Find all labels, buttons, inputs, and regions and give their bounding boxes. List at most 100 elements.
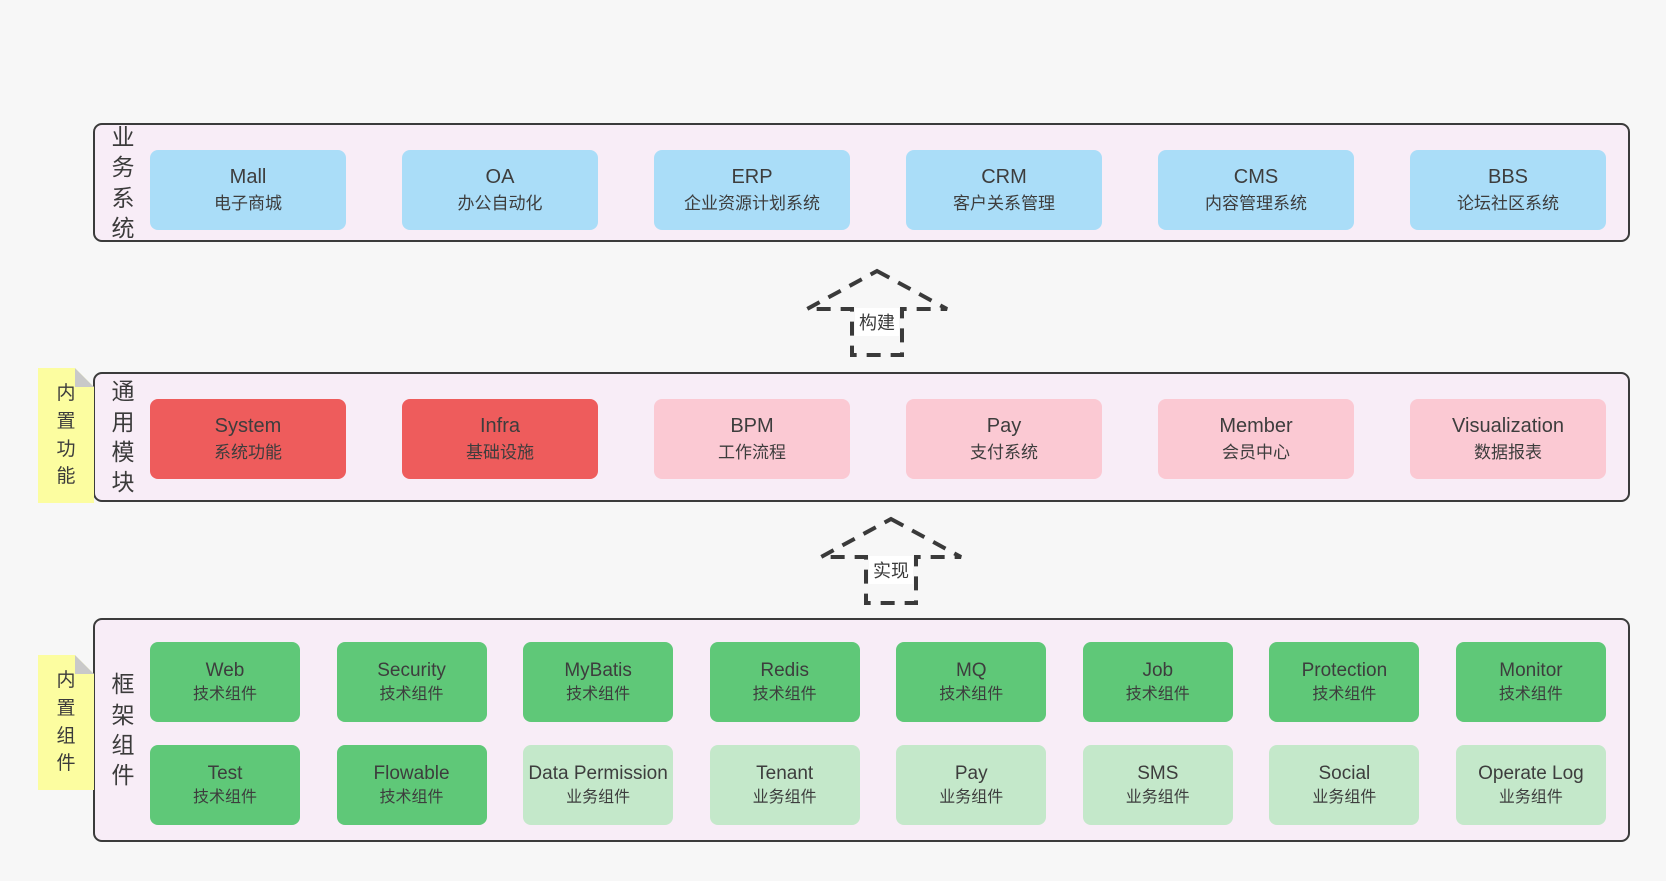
box-protection: Protection 技术组件 — [1269, 642, 1420, 722]
box-infra: Infra 基础设施 — [402, 399, 598, 479]
box-title: Visualization — [1452, 414, 1564, 437]
box-subtitle: 业务组件 — [939, 788, 1004, 806]
box-subtitle: 技术组件 — [752, 685, 817, 703]
box-operate-log: Operate Log 业务组件 — [1455, 745, 1606, 825]
box-title: MyBatis — [564, 659, 632, 681]
band-business-systems: 业务系统 Mall 电子商城 OA 办公自动化 ERP 企业资源计划系统 CRM 客户关系管理… — [93, 123, 1630, 242]
box-title: Operate Log — [1478, 762, 1584, 784]
box-subtitle: 业务组件 — [1312, 788, 1377, 806]
implement-arrow: 实现 — [818, 516, 964, 606]
box-subtitle: 数据报表 — [1474, 443, 1542, 463]
box-title: Data Permission — [528, 762, 668, 784]
box-title: Web — [205, 659, 245, 681]
box-title: Flowable — [373, 762, 450, 784]
build-arrow-label: 构建 — [855, 308, 899, 336]
band-label-business-systems: 业务系统 — [105, 123, 141, 241]
box-subtitle: 系统功能 — [214, 443, 282, 463]
box-subtitle: 企业资源计划系统 — [684, 194, 820, 214]
box-subtitle: 电子商城 — [214, 194, 282, 214]
box-subtitle: 基础设施 — [466, 443, 534, 463]
box-title: Infra — [479, 414, 521, 437]
box-subtitle: 业务组件 — [752, 788, 817, 806]
box-member: Member 会员中心 — [1158, 399, 1354, 479]
box-title: Social — [1318, 762, 1371, 784]
box-title: CRM — [981, 165, 1027, 188]
box-subtitle: 技术组件 — [566, 685, 631, 703]
box-title: Protection — [1301, 659, 1388, 681]
box-erp: ERP 企业资源计划系统 — [654, 150, 850, 230]
box-subtitle: 内容管理系统 — [1205, 194, 1307, 214]
box-title: Job — [1142, 659, 1174, 681]
box-pay: Pay 业务组件 — [896, 745, 1047, 825]
box-subtitle: 客户关系管理 — [953, 194, 1055, 214]
box-title: Redis — [760, 659, 809, 681]
implement-arrow-label: 实现 — [869, 556, 913, 584]
sticky-note-builtin-features: 内置功能 — [38, 368, 94, 503]
box-title: MQ — [955, 659, 987, 681]
folded-corner-icon — [75, 655, 94, 674]
business-systems-row: Mall 电子商城 OA 办公自动化 ERP 企业资源计划系统 CRM 客户关系管理 CMS 内容… — [150, 150, 1606, 230]
sticky-note-builtin-components: 内置组件 — [38, 655, 94, 790]
box-data-permission: Data Permission 业务组件 — [523, 745, 674, 825]
box-subtitle: 业务组件 — [566, 788, 631, 806]
band-label-framework-components: 框架组件 — [105, 620, 141, 840]
band-label-text: 通用模块 — [111, 378, 135, 496]
box-oa: OA 办公自动化 — [402, 150, 598, 230]
box-mq: MQ 技术组件 — [896, 642, 1047, 722]
box-subtitle: 技术组件 — [1498, 685, 1563, 703]
box-flowable: Flowable 技术组件 — [336, 745, 487, 825]
box-job: Job 技术组件 — [1082, 642, 1233, 722]
box-subtitle: 技术组件 — [192, 685, 257, 703]
box-subtitle: 技术组件 — [379, 685, 444, 703]
sticky-note-text: 内置组件 — [56, 670, 76, 775]
build-arrow: 构建 — [804, 268, 950, 358]
box-subtitle: 工作流程 — [718, 443, 786, 463]
box-subtitle: 技术组件 — [1312, 685, 1377, 703]
box-title: Monitor — [1499, 659, 1563, 681]
box-title: Mall — [229, 165, 267, 188]
box-subtitle: 业务组件 — [1498, 788, 1563, 806]
box-cms: CMS 内容管理系统 — [1158, 150, 1354, 230]
box-web: Web 技术组件 — [150, 642, 300, 722]
box-title: CMS — [1233, 165, 1279, 188]
box-title: ERP — [731, 165, 773, 188]
box-title: SMS — [1137, 762, 1179, 784]
box-title: System — [214, 414, 282, 437]
band-label-text: 业务系统 — [111, 123, 135, 241]
box-crm: CRM 客户关系管理 — [906, 150, 1102, 230]
box-subtitle: 论坛社区系统 — [1457, 194, 1559, 214]
box-title: Security — [377, 659, 446, 681]
box-title: OA — [485, 165, 515, 188]
box-tenant: Tenant 业务组件 — [709, 745, 860, 825]
sticky-note-text: 内置功能 — [56, 383, 76, 488]
box-title: Tenant — [756, 762, 814, 784]
box-subtitle: 技术组件 — [192, 788, 257, 806]
box-redis: Redis 技术组件 — [709, 642, 860, 722]
box-subtitle: 技术组件 — [1125, 685, 1190, 703]
box-subtitle: 会员中心 — [1222, 443, 1290, 463]
box-title: Member — [1219, 414, 1293, 437]
box-social: Social 业务组件 — [1269, 745, 1420, 825]
up-arrow-icon — [820, 516, 962, 605]
box-title: Pay — [986, 414, 1022, 437]
box-subtitle: 技术组件 — [379, 788, 444, 806]
box-mybatis: MyBatis 技术组件 — [523, 642, 674, 722]
box-title: Pay — [954, 762, 988, 784]
up-arrow-icon — [806, 268, 948, 357]
box-subtitle: 办公自动化 — [457, 194, 543, 214]
folded-corner-icon — [75, 368, 94, 387]
box-mall: Mall 电子商城 — [150, 150, 346, 230]
band-label-common-modules: 通用模块 — [105, 374, 141, 500]
box-subtitle: 技术组件 — [939, 685, 1004, 703]
